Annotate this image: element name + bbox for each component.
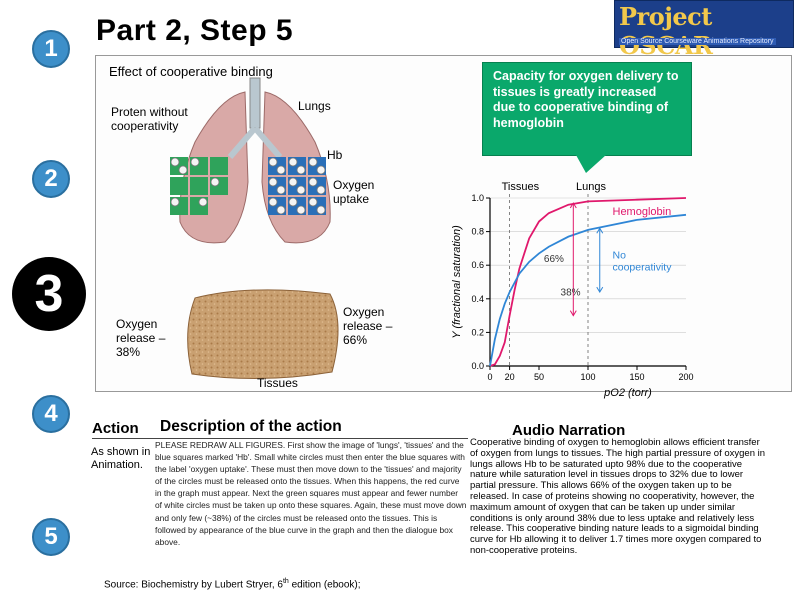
diagram-heading: Effect of cooperative binding	[109, 64, 273, 79]
x-tick-label: 50	[534, 372, 544, 382]
callout-box: Capacity for oxygen delivery to tissues …	[482, 62, 692, 156]
step-5-indicator[interactable]: 5	[32, 518, 70, 556]
label-oxygen-uptake: Oxygen uptake	[333, 178, 375, 206]
callout-pointer	[576, 155, 606, 173]
label-lungs: Lungs	[298, 99, 331, 113]
step-2-indicator[interactable]: 2	[32, 160, 70, 198]
description-text: PLEASE REDRAW ALL FIGURES. First show th…	[155, 440, 467, 547]
series-no-cooperativity-line	[489, 213, 687, 367]
label-protein-without-cooperativity: Proten without cooperativity	[111, 105, 188, 133]
x-tick-label: 0	[487, 372, 492, 382]
chart-series	[489, 197, 687, 367]
label-tissues: Tissues	[257, 376, 298, 390]
step-5-label: 5	[44, 523, 58, 550]
binding-illustration	[170, 77, 339, 380]
tissue-block	[187, 289, 339, 380]
label-oxygen-release-66: Oxygen release – 66%	[343, 305, 393, 347]
table-divider	[92, 438, 468, 439]
x-axis-label: pO2 (torr)	[603, 387, 652, 399]
y-tick-label: 0.2	[471, 327, 484, 337]
label-hb: Hb	[327, 148, 343, 162]
oxygen-binding-chart: 0.0 0.2 0.4 0.6 0.8 1.0 0 20 50 100 150 200 pO2 (to…	[451, 181, 694, 399]
chart-grid	[490, 194, 686, 366]
legend-hemoglobin: Hemoglobin	[613, 206, 672, 218]
marker-lungs: Lungs	[576, 181, 606, 193]
x-tick-label: 20	[505, 372, 515, 382]
marker-tissues: Tissues	[502, 181, 540, 193]
oxygen-molecules	[170, 157, 326, 215]
step-4-indicator[interactable]: 4	[32, 395, 70, 433]
step-2-label: 2	[44, 165, 58, 192]
label-oxygen-release-38: Oxygen release – 38%	[116, 317, 166, 359]
x-tick-label: 150	[629, 372, 644, 382]
x-tick-label: 100	[580, 372, 595, 382]
logo-subtitle: Open Source Courseware Animations Reposi…	[619, 38, 776, 45]
series-hemoglobin-line	[489, 197, 687, 367]
y-tick-label: 0.6	[471, 260, 484, 270]
y-tick-label: 0.0	[471, 361, 484, 371]
protein-squares	[170, 157, 228, 215]
step-1-label: 1	[44, 35, 58, 62]
y-axis-label: Y (fractional saturation)	[451, 225, 463, 339]
step-3-indicator[interactable]: 3	[12, 257, 86, 331]
audio-narration-text: Cooperative binding of oxygen to hemoglo…	[470, 437, 766, 556]
y-tick-label: 0.4	[471, 294, 484, 304]
release-arrow-head	[596, 227, 604, 294]
y-tick-label: 0.8	[471, 227, 484, 237]
step-4-label: 4	[44, 400, 58, 427]
x-tick-label: 200	[678, 372, 693, 382]
source-citation: Source: Biochemistry by Lubert Stryer, 6…	[104, 578, 361, 591]
annotation-66: 66%	[544, 254, 564, 265]
step-3-label: 3	[34, 265, 64, 323]
y-tick-label: 1.0	[471, 193, 484, 203]
table-header-action: Action	[92, 420, 139, 437]
release-arrow-head	[569, 202, 577, 317]
table-header-description: Description of the action	[160, 418, 342, 435]
step-1-indicator[interactable]: 1	[32, 30, 70, 68]
table-header-audio-narration: Audio Narration	[512, 422, 626, 439]
project-oscar-logo: Project OSCAR Open Source Courseware Ani…	[614, 0, 794, 60]
hb-squares	[268, 157, 326, 215]
logo-wordmark: Project OSCAR	[619, 2, 713, 60]
chart-ticks: 0.0 0.2 0.4 0.6 0.8 1.0 0 20 50 100 150 200	[471, 193, 693, 382]
action-text: As shown in Animation.	[91, 446, 151, 471]
page-title: Part 2, Step 5	[96, 14, 294, 47]
annotation-38: 38%	[561, 287, 581, 298]
